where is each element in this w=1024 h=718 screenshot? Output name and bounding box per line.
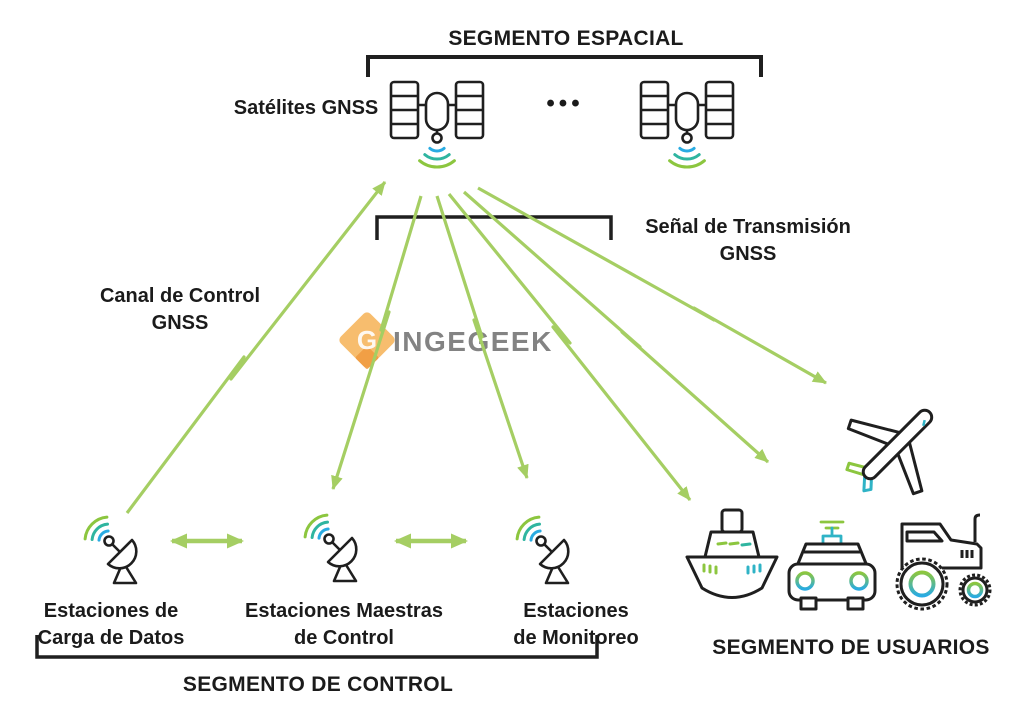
- satellite-ellipsis: •••: [546, 90, 584, 117]
- station-label-upload: Estaciones de Carga de Datos: [38, 598, 185, 652]
- space-segment-title: SEGMENTO ESPACIAL: [448, 27, 684, 50]
- control-channel-label-line1: Canal de Control: [99, 285, 261, 307]
- station-label-upload-line2: Carga de Datos: [37, 627, 185, 649]
- transmission-signal-label-line2: GNSS: [719, 243, 777, 265]
- transmission-arrow-car: [462, 190, 770, 464]
- transmission-signal-label: Señal de Transmisión GNSS: [645, 214, 851, 268]
- control-channel-label: Canal de Control GNSS: [100, 283, 260, 337]
- satellite-icon-1: [389, 80, 485, 169]
- logo-g-glyph: G: [357, 325, 377, 355]
- downlink-arrow-master-station: [331, 195, 423, 490]
- airplane-icon: [845, 408, 934, 496]
- downlink-arrow-monitor-station: [435, 195, 529, 479]
- transmission-signal-label-line1: Señal de Transmisión: [645, 216, 851, 238]
- dish-station-icon-upload: [83, 515, 138, 585]
- tractor-icon: [895, 513, 992, 611]
- control-segment-bracket: [35, 635, 599, 659]
- satellite-icon-2: [639, 80, 735, 169]
- station-label-monitor: Estaciones de Monitoreo: [513, 598, 639, 652]
- watermark-text: INGEGEEK: [393, 326, 553, 357]
- dish-station-icon-master: [303, 513, 358, 583]
- station-label-monitor-line1: Estaciones: [523, 600, 629, 622]
- station-label-master-line2: de Control: [293, 627, 394, 649]
- station-label-master: Estaciones Maestras de Control: [245, 598, 443, 652]
- ingegeek-logo: G INGEGEEK: [339, 312, 553, 369]
- uplink-arrow-control-channel: [125, 181, 387, 514]
- station-label-master-line1: Estaciones Maestras: [245, 600, 443, 622]
- station-label-upload-line1: Estaciones de: [43, 600, 179, 622]
- dish-station-icon-monitor: [515, 515, 570, 585]
- car-icon: [787, 520, 877, 611]
- control-segment-title: SEGMENTO DE CONTROL: [182, 673, 454, 696]
- control-channel-label-line2: GNSS: [151, 312, 209, 334]
- transmission-arrow-ship: [447, 192, 692, 501]
- users-segment-title: SEGMENTO DE USUARIOS: [712, 636, 990, 659]
- station-label-monitor-line2: de Monitoreo: [513, 627, 639, 649]
- ship-icon: [685, 508, 779, 599]
- transmission-arrow-airplane: [477, 186, 827, 385]
- space-segment-bracket: [366, 55, 763, 77]
- satellites-label: Satélites GNSS: [233, 97, 379, 119]
